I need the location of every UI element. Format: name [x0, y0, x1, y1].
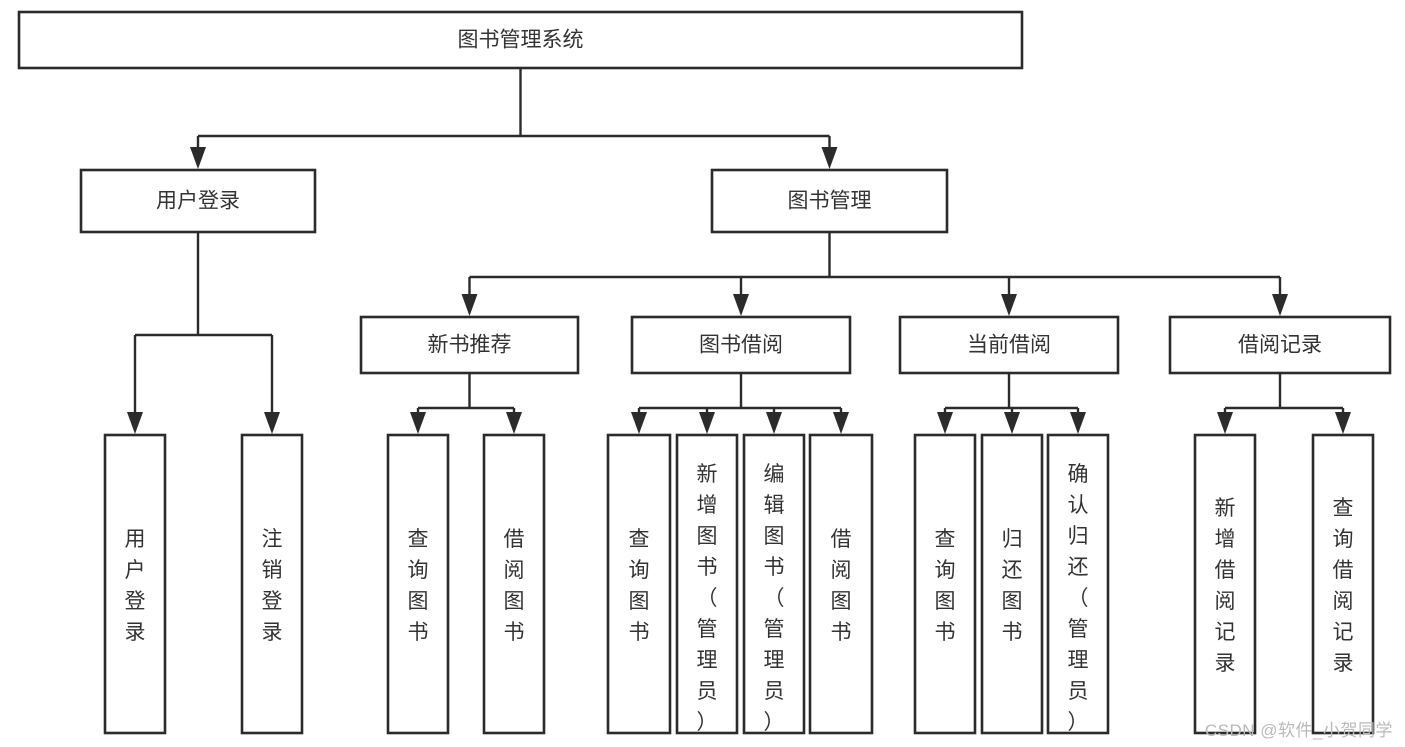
- node-leaf-借阅图书[interactable]: 借阅图书: [482, 433, 546, 735]
- node-box: [386, 433, 450, 735]
- node-label: 图书借阅: [699, 334, 783, 357]
- node-label: 新增借阅记录: [1215, 497, 1236, 675]
- arrow-head-icon: [1001, 294, 1017, 316]
- node-label: 编辑图书（管理员）: [764, 463, 785, 734]
- arrow-head-icon: [1070, 412, 1086, 434]
- node-label: 注销登录: [262, 528, 283, 644]
- node-label: 借阅图书: [504, 528, 525, 644]
- arrow-head-icon: [937, 412, 953, 434]
- node-label: 图书管理系统: [458, 29, 584, 52]
- node-box: [913, 433, 977, 735]
- node-leaf-查询图书[interactable]: 查询图书: [386, 433, 450, 735]
- node-leaf-查询图书[interactable]: 查询图书: [606, 433, 672, 735]
- node-box: [79, 168, 317, 234]
- node-box: [359, 315, 580, 375]
- node-label: 查询图书: [408, 528, 429, 644]
- node-box: [675, 433, 739, 735]
- arrow-head-icon: [410, 412, 426, 434]
- arrow-head-icon: [821, 147, 838, 169]
- node-leaf-用户登录[interactable]: 用户登录: [103, 433, 167, 735]
- node-label: 新书推荐: [428, 334, 512, 357]
- node-level2-当前借阅[interactable]: 当前借阅: [898, 315, 1120, 375]
- node-label: 用户登录: [156, 190, 240, 213]
- node-box: [710, 168, 949, 234]
- node-label: 借阅图书: [831, 528, 852, 644]
- node-leaf-借阅图书[interactable]: 借阅图书: [808, 433, 874, 735]
- arrow-head-icon: [631, 412, 647, 434]
- arrow-head-icon: [699, 412, 715, 434]
- arrow-head-icon: [190, 147, 206, 169]
- node-label: 查询借阅记录: [1333, 497, 1354, 675]
- node-leaf-查询图书[interactable]: 查询图书: [913, 433, 977, 735]
- arrow-head-icon: [264, 412, 280, 434]
- node-label: 查询图书: [935, 528, 956, 644]
- node-box: [240, 433, 304, 735]
- node-leaf-确认归还管理员[interactable]: 确认归还（管理员）: [1046, 433, 1110, 735]
- node-leaf-注销登录[interactable]: 注销登录: [240, 433, 304, 735]
- arrow-head-icon: [766, 412, 782, 434]
- arrow-head-icon: [833, 412, 849, 434]
- arrow-head-icon: [127, 412, 143, 434]
- node-leaf-新增图书管理员[interactable]: 新增图书（管理员）: [675, 433, 739, 735]
- node-box: [1193, 433, 1257, 735]
- node-box: [17, 10, 1024, 70]
- node-label: 用户登录: [125, 528, 146, 644]
- node-label: 图书管理: [788, 190, 872, 213]
- node-leaf-归还图书[interactable]: 归还图书: [980, 433, 1044, 735]
- node-level1-用户登录[interactable]: 用户登录: [79, 168, 317, 234]
- node-box: [1168, 315, 1392, 375]
- node-level2-图书借阅[interactable]: 图书借阅: [630, 315, 852, 375]
- csdn-watermark: CSDN @软件_小贺同学: [1204, 721, 1393, 740]
- arrow-head-icon: [1272, 294, 1288, 316]
- node-box: [898, 315, 1120, 375]
- node-label: 确认归还（管理员）: [1068, 463, 1089, 734]
- node-label: 当前借阅: [967, 334, 1051, 357]
- node-layer: 图书管理系统用户登录图书管理新书推荐图书借阅当前借阅借阅记录用户登录注销登录查询…: [17, 10, 1392, 735]
- arrow-head-icon: [1004, 412, 1020, 434]
- node-box: [1046, 433, 1110, 735]
- node-leaf-新增借阅记录[interactable]: 新增借阅记录: [1193, 433, 1257, 735]
- node-root-图书管理系统[interactable]: 图书管理系统: [17, 10, 1024, 70]
- node-leaf-查询借阅记录[interactable]: 查询借阅记录: [1311, 433, 1375, 735]
- node-leaf-编辑图书管理员[interactable]: 编辑图书（管理员）: [742, 433, 806, 735]
- node-box: [1311, 433, 1375, 735]
- node-label: 新增图书（管理员）: [697, 463, 718, 734]
- node-label: 借阅记录: [1238, 334, 1322, 357]
- node-box: [606, 433, 672, 735]
- node-label: 归还图书: [1002, 528, 1023, 644]
- arrow-head-icon: [733, 294, 749, 316]
- connector-layer: [127, 68, 1351, 434]
- node-level2-新书推荐[interactable]: 新书推荐: [359, 315, 580, 375]
- arrow-head-icon: [1217, 412, 1233, 434]
- node-box: [980, 433, 1044, 735]
- node-label: 查询图书: [629, 528, 650, 644]
- node-box: [808, 433, 874, 735]
- node-box: [482, 433, 546, 735]
- node-box: [742, 433, 806, 735]
- node-box: [103, 433, 167, 735]
- arrow-head-icon: [506, 412, 522, 434]
- node-box: [630, 315, 852, 375]
- arrow-head-icon: [461, 294, 478, 316]
- node-level1-图书管理[interactable]: 图书管理: [710, 168, 949, 234]
- node-level2-借阅记录[interactable]: 借阅记录: [1168, 315, 1392, 375]
- arrow-head-icon: [1335, 412, 1351, 434]
